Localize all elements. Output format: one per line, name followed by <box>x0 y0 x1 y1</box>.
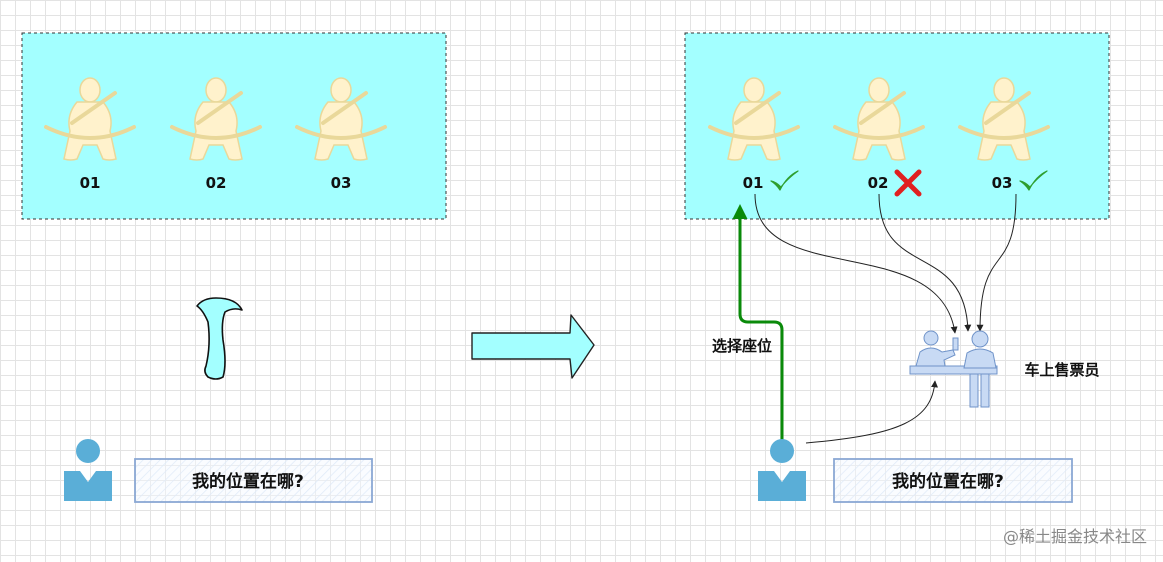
seat-02-to-conductor-connector <box>878 193 972 332</box>
left-seat-01-label: 01 <box>80 174 101 192</box>
left-person-icon <box>64 439 112 501</box>
right-seat-03-label: 03 <box>992 174 1013 192</box>
conductor-icon <box>909 330 998 408</box>
seat-01-to-conductor-connector <box>754 193 958 334</box>
right-seat-01-label: 01 <box>743 174 764 192</box>
left-question-box <box>134 458 373 503</box>
right-question-box <box>833 458 1073 503</box>
person-to-conductor-connector <box>805 380 939 444</box>
right-seat-02-label: 02 <box>868 174 889 192</box>
watermark: @稀土掘金技术社区 <box>1003 527 1147 546</box>
right-person-icon <box>758 439 806 501</box>
right-question-text: 我的位置在哪? <box>892 471 1004 492</box>
seat-03-to-conductor-connector <box>976 193 1017 332</box>
transition-arrow-icon <box>471 314 595 379</box>
conductor-label: 车上售票员 <box>1024 361 1099 379</box>
choose-seat-label: 选择座位 <box>712 337 772 355</box>
choose-seat-path <box>732 204 784 443</box>
question-hook-icon <box>196 297 243 380</box>
left-seat-02-label: 02 <box>206 174 227 192</box>
left-question-text: 我的位置在哪? <box>192 471 304 492</box>
left-seat-03-label: 03 <box>331 174 352 192</box>
